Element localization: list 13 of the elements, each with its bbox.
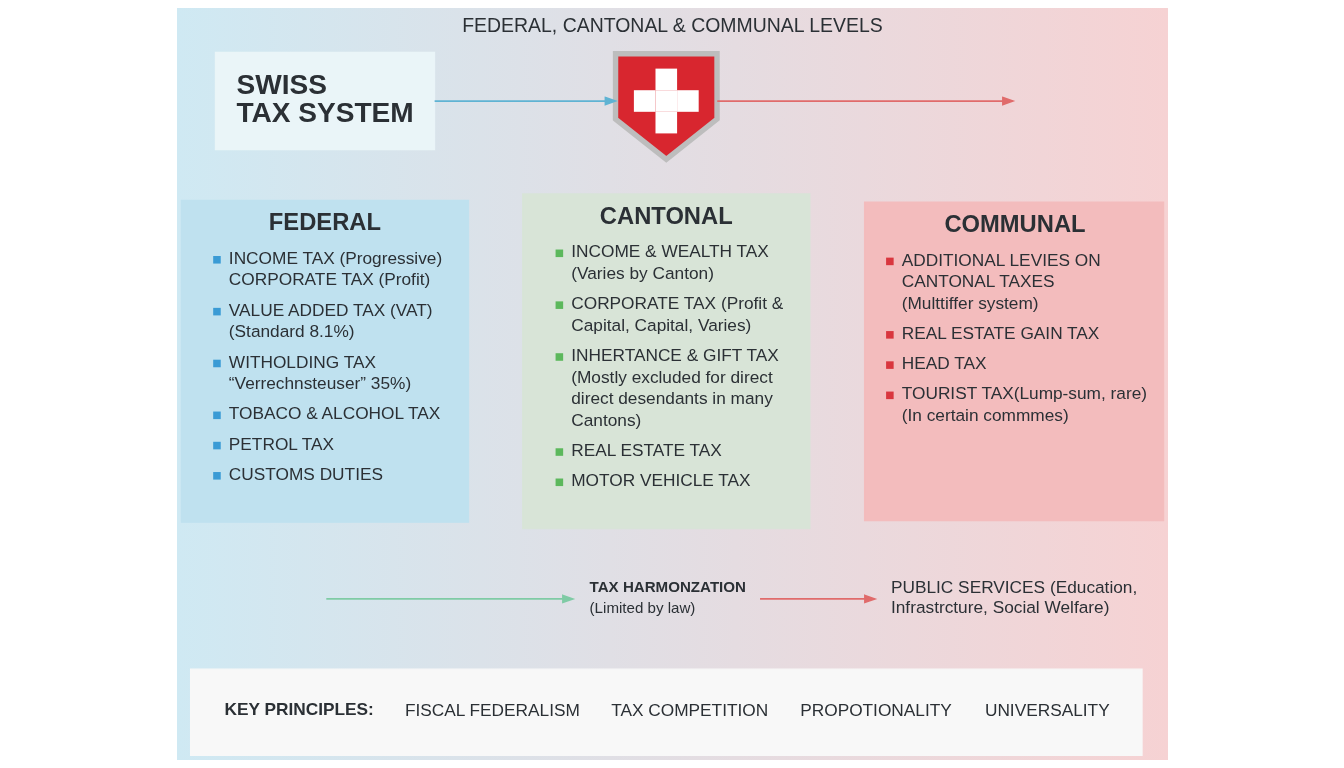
node-text: PUBLIC SERVICES (Education, Infrastrcture, Social Welfare): [890, 577, 1137, 617]
node-box: KEY PRINCIPLES: FISCAL FEDERALISM TAX COMPETITION PROPOTIONALITY UNIVERSALITY: [189, 668, 1143, 757]
diagram-title: FEDERAL, CANTONAL & COMMUNAL LEVELS: [461, 14, 883, 37]
arrow: [715, 96, 1015, 106]
node-box: SWISS TAX SYSTEM: [214, 51, 435, 151]
node-box: COMMUNAL ADDITIONAL LEVIES ON CANTONAL TAXES (Multtiffer system) REAL ESTATE GAIN TAX HEAD TAX TOURIST TAX(Lump-sum, rare) (In certain commmes): [863, 201, 1164, 522]
node-shield: [612, 51, 720, 163]
arrow: [324, 594, 575, 604]
arrow: [758, 594, 877, 604]
node-text: TAX HARMONZATION (Limited by law): [589, 577, 746, 617]
node-box: CANTONAL INCOME & WEALTH TAX (Varies by Canton) CORPORATE TAX (Profit & Capital, Capital, Varies) INHERTANCE & GIFT TAX (Mostly excluded for direct direct desendants in many Cantons) REAL ESTATE TAX MOTOR VEHICLE TAX: [521, 193, 810, 530]
node-box: FEDERAL INCOME TAX (Progressive) CORPORATE TAX (Profit) VALUE ADDED TAX (VAT) (Standard 8.1%) WITHOLDING TAX “Verrechnsteuser” 35%) TOBACO & ALCOHOL TAX PETROL TAX CUSTOMS DUTIES: [180, 199, 469, 523]
arrow: [433, 96, 618, 106]
